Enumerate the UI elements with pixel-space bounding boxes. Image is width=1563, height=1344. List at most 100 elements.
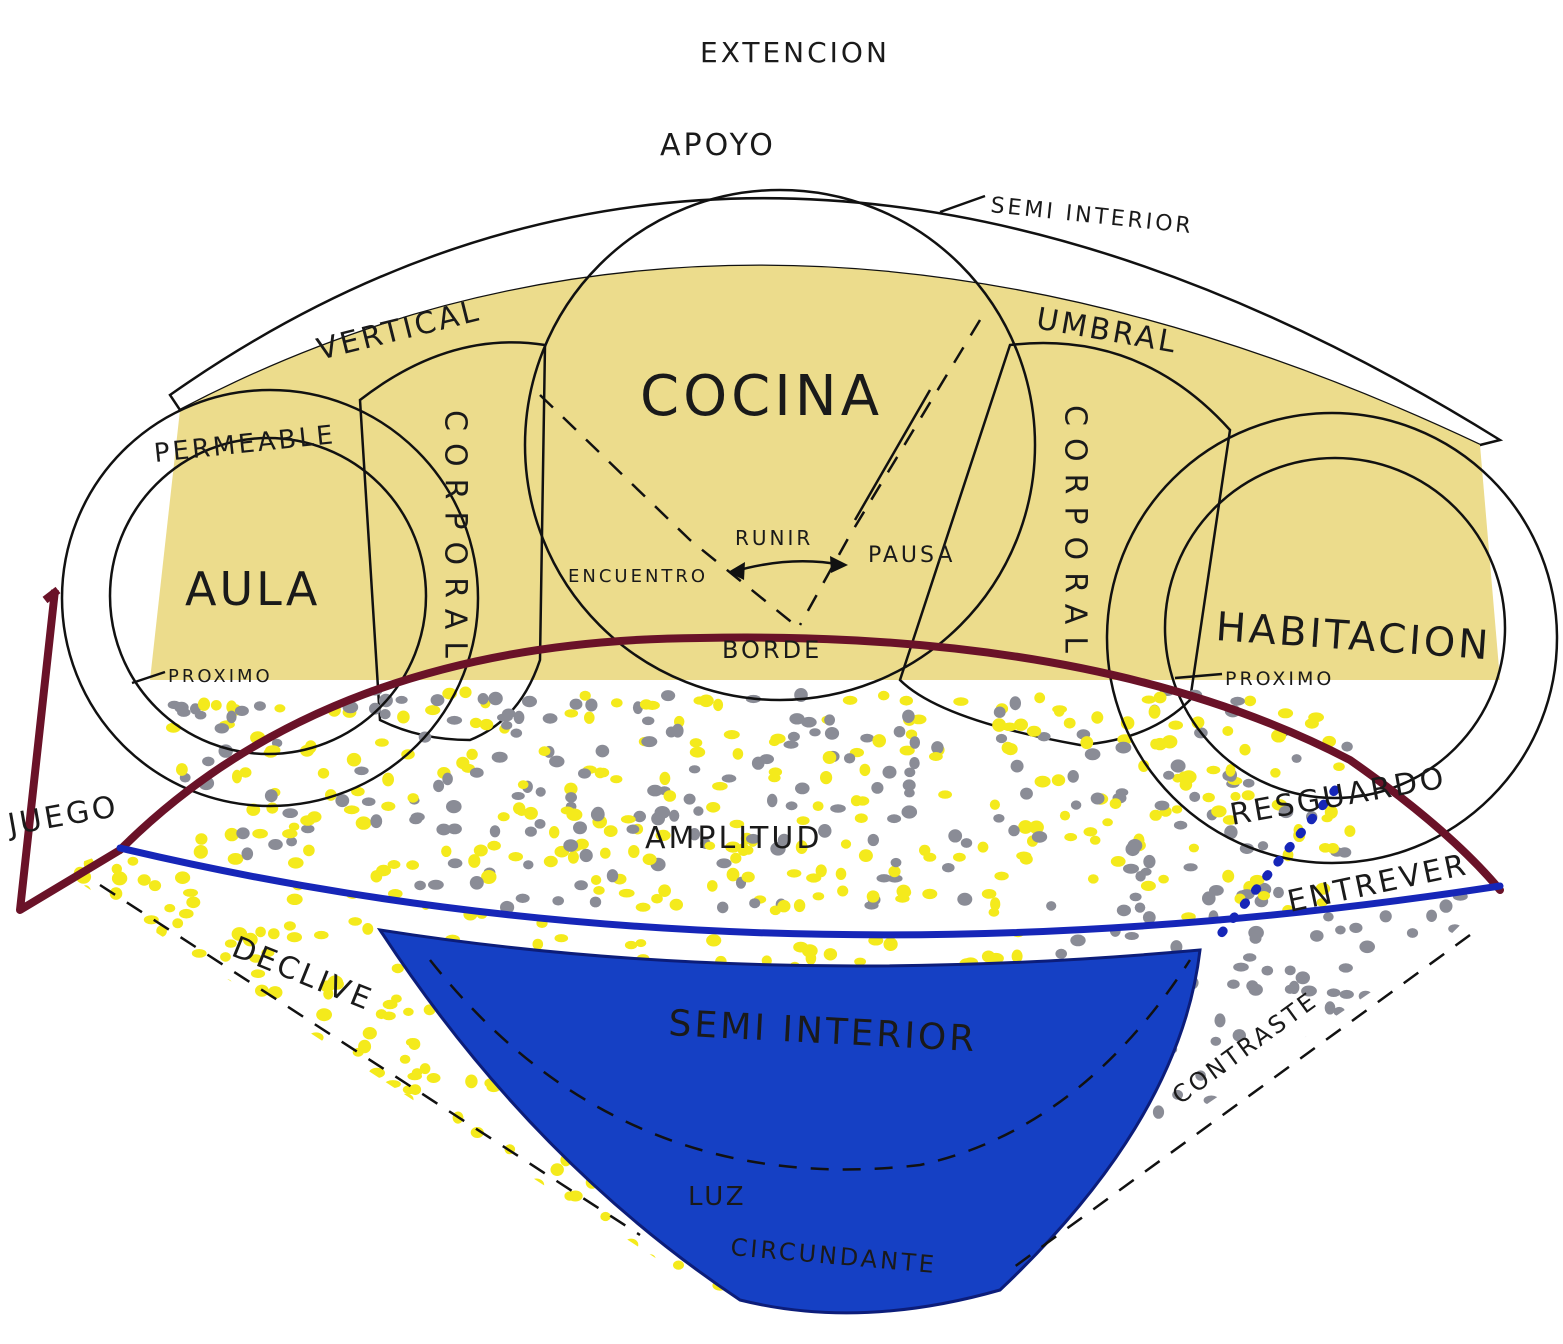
dot bbox=[655, 829, 671, 842]
dot bbox=[232, 1258, 247, 1273]
dot bbox=[82, 1004, 94, 1016]
dot bbox=[1000, 889, 1014, 899]
dot bbox=[842, 695, 858, 705]
dot bbox=[947, 918, 958, 928]
dot bbox=[1324, 1001, 1336, 1015]
dot bbox=[1406, 1156, 1418, 1169]
dot bbox=[1326, 988, 1341, 997]
label-amplitud: AMPLITUD bbox=[645, 821, 822, 856]
dot bbox=[202, 756, 215, 767]
dot bbox=[258, 1014, 271, 1024]
dot bbox=[919, 844, 931, 856]
dot bbox=[333, 1198, 347, 1211]
dot bbox=[1164, 1179, 1179, 1189]
dot bbox=[1037, 732, 1051, 742]
dot bbox=[1361, 1051, 1377, 1062]
dot bbox=[405, 1038, 420, 1047]
dot bbox=[338, 1231, 353, 1242]
dot bbox=[1462, 1014, 1477, 1029]
dot bbox=[298, 1192, 314, 1205]
dot bbox=[651, 893, 663, 904]
dot bbox=[1183, 863, 1198, 872]
dot bbox=[513, 710, 525, 725]
dot bbox=[1447, 1125, 1461, 1138]
dot bbox=[1481, 1265, 1495, 1278]
dot bbox=[647, 784, 663, 797]
dot bbox=[1461, 1288, 1473, 1298]
dot bbox=[1388, 1050, 1403, 1059]
dot bbox=[115, 1245, 131, 1259]
dot bbox=[1200, 1158, 1212, 1171]
dot bbox=[1222, 869, 1235, 883]
dot bbox=[323, 1265, 338, 1276]
dot bbox=[426, 1073, 441, 1083]
dot bbox=[1217, 1178, 1233, 1193]
dot bbox=[844, 906, 856, 919]
dot bbox=[1304, 1243, 1319, 1255]
dot bbox=[1083, 827, 1098, 837]
dot bbox=[82, 927, 96, 941]
dot bbox=[635, 902, 651, 912]
dot bbox=[135, 1195, 149, 1210]
dot bbox=[812, 892, 825, 901]
dot bbox=[240, 1199, 253, 1208]
dot bbox=[812, 801, 824, 811]
dot bbox=[355, 816, 372, 830]
dot bbox=[107, 941, 121, 956]
dot bbox=[303, 1169, 314, 1183]
dot bbox=[1238, 1251, 1250, 1263]
dot bbox=[149, 1127, 161, 1141]
dot bbox=[1102, 818, 1113, 827]
dot bbox=[860, 733, 874, 743]
dot bbox=[1255, 1183, 1270, 1195]
dot bbox=[1331, 1270, 1344, 1284]
dot bbox=[1334, 1060, 1348, 1069]
dot bbox=[570, 1270, 586, 1281]
dot bbox=[511, 792, 525, 800]
dot bbox=[899, 695, 913, 706]
dot bbox=[439, 1275, 450, 1286]
dot bbox=[523, 860, 534, 870]
dot bbox=[663, 790, 677, 802]
dot bbox=[325, 1277, 337, 1291]
dot bbox=[148, 880, 162, 892]
dot bbox=[1482, 1100, 1496, 1114]
dot bbox=[334, 1213, 350, 1226]
dot bbox=[515, 893, 530, 903]
dot bbox=[1248, 925, 1264, 940]
dot bbox=[1436, 1081, 1447, 1092]
dot bbox=[1239, 743, 1251, 756]
dot bbox=[60, 1108, 75, 1120]
arrow-head-right bbox=[830, 556, 848, 573]
dot bbox=[1140, 867, 1152, 876]
blue-path bbox=[116, 844, 1504, 939]
dot bbox=[726, 867, 740, 882]
dot bbox=[175, 871, 191, 884]
dot bbox=[1438, 1123, 1451, 1133]
dot bbox=[442, 772, 453, 786]
dot bbox=[308, 1183, 321, 1196]
dot bbox=[433, 779, 445, 793]
dot bbox=[1297, 1156, 1310, 1171]
dot bbox=[127, 1114, 144, 1124]
dot bbox=[595, 744, 610, 758]
dot bbox=[201, 1006, 212, 1019]
dot bbox=[835, 867, 847, 881]
blue-resguardo-dots bbox=[1215, 785, 1340, 940]
dot bbox=[211, 1254, 224, 1267]
dot bbox=[564, 782, 578, 796]
dot bbox=[79, 938, 93, 948]
dot bbox=[224, 1225, 240, 1239]
dot bbox=[1284, 965, 1296, 976]
dot bbox=[1406, 928, 1419, 938]
dot bbox=[931, 741, 944, 755]
dot bbox=[108, 940, 124, 949]
dot bbox=[91, 1067, 106, 1077]
dot bbox=[1434, 1162, 1447, 1174]
dot bbox=[759, 754, 774, 765]
dot bbox=[1195, 1070, 1206, 1081]
dot bbox=[314, 930, 329, 940]
dot bbox=[528, 1178, 545, 1192]
dot bbox=[348, 917, 363, 926]
dot bbox=[910, 917, 925, 930]
